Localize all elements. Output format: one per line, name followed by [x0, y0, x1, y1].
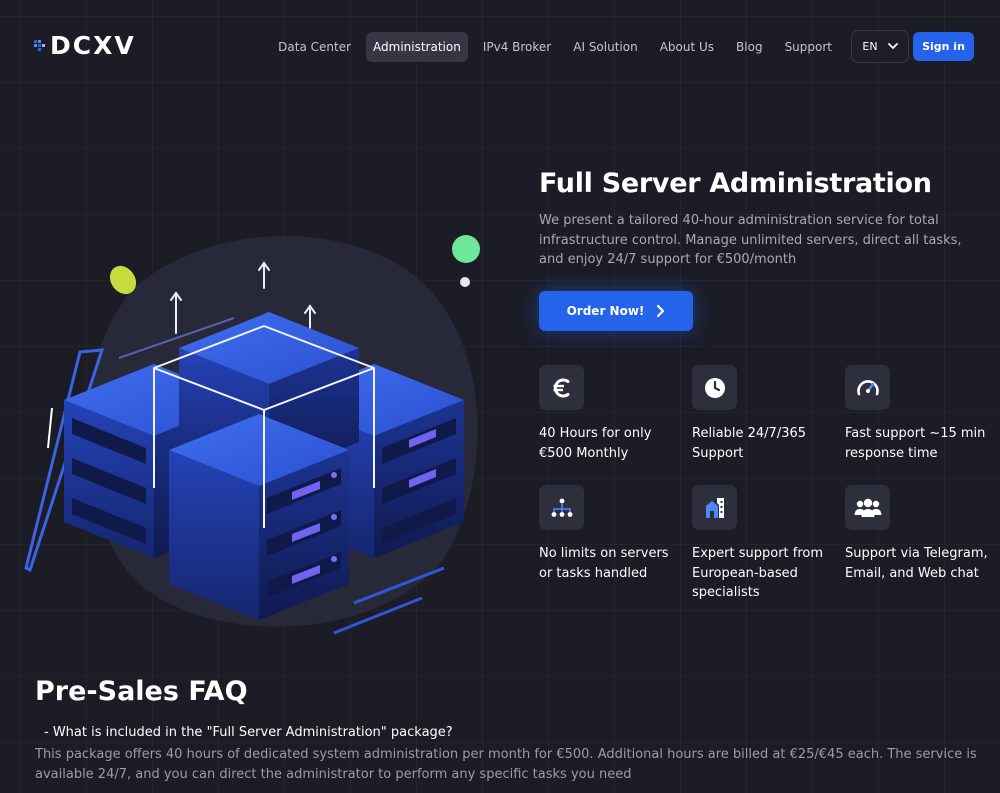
- server-illustration: [24, 235, 480, 635]
- nav-administration[interactable]: Administration: [366, 31, 468, 62]
- feature-item: Fast support ~15 min response time: [845, 365, 990, 463]
- main-nav: Data Center Administration IPv4 Broker A…: [267, 30, 1000, 63]
- faq-answer: This package offers 40 hours of dedicate…: [35, 747, 977, 782]
- feature-item: Support via Telegram, Email, and Web cha…: [845, 485, 990, 583]
- feature-item: Expert support from European-based speci…: [692, 485, 837, 603]
- feature-item: 40 Hours for only €500 Monthly: [539, 365, 684, 463]
- nav-data-center[interactable]: Data Center: [278, 39, 352, 54]
- logo-mark-icon: [34, 40, 45, 51]
- feature-text: Reliable 24/7/365 Support: [692, 426, 807, 461]
- euro-icon: [539, 365, 584, 410]
- nav-about-us[interactable]: About Us: [659, 39, 715, 54]
- nav-ai-solution[interactable]: AI Solution: [573, 39, 638, 54]
- site-header: DCXV Data Center Administration IPv4 Bro…: [0, 0, 1000, 90]
- logo-text: DCXV: [50, 30, 136, 60]
- feature-text: Fast support ~15 min response time: [845, 426, 986, 461]
- feature-text: 40 Hours for only €500 Monthly: [539, 426, 652, 461]
- feature-item: Reliable 24/7/365 Support: [692, 365, 837, 463]
- order-now-button[interactable]: Order Now!: [539, 291, 693, 331]
- language-label: EN: [862, 40, 878, 53]
- feature-item: No limits on servers or tasks handled: [539, 485, 684, 583]
- language-select[interactable]: EN: [851, 30, 909, 63]
- feature-text: Expert support from European-based speci…: [692, 546, 824, 600]
- order-now-label: Order Now!: [566, 304, 645, 318]
- chevron-down-icon: [887, 43, 898, 50]
- hero-description: We present a tailored 40-hour administra…: [539, 213, 962, 267]
- faq-question[interactable]: - What is included in the "Full Server A…: [44, 725, 453, 740]
- nav-support[interactable]: Support: [784, 39, 832, 54]
- hero-title: Full Server Administration: [539, 168, 932, 199]
- nav-blog[interactable]: Blog: [736, 39, 763, 54]
- clock-icon: [692, 365, 737, 410]
- feature-text: No limits on servers or tasks handled: [539, 546, 669, 581]
- chevron-right-icon: [657, 304, 665, 318]
- logo[interactable]: DCXV: [34, 30, 136, 60]
- speedometer-icon: [845, 365, 890, 410]
- feature-text: Support via Telegram, Email, and Web cha…: [845, 546, 988, 581]
- users-icon: [845, 485, 890, 530]
- sign-in-button[interactable]: Sign in: [913, 32, 974, 61]
- faq-title: Pre-Sales FAQ: [35, 676, 248, 707]
- faq-section: Pre-Sales FAQ - What is included in the …: [35, 676, 985, 784]
- network-icon: [539, 485, 584, 530]
- nav-ipv4-broker[interactable]: IPv4 Broker: [482, 39, 552, 54]
- hero-section: Full Server Administration We present a …: [539, 168, 979, 331]
- building-icon: [692, 485, 737, 530]
